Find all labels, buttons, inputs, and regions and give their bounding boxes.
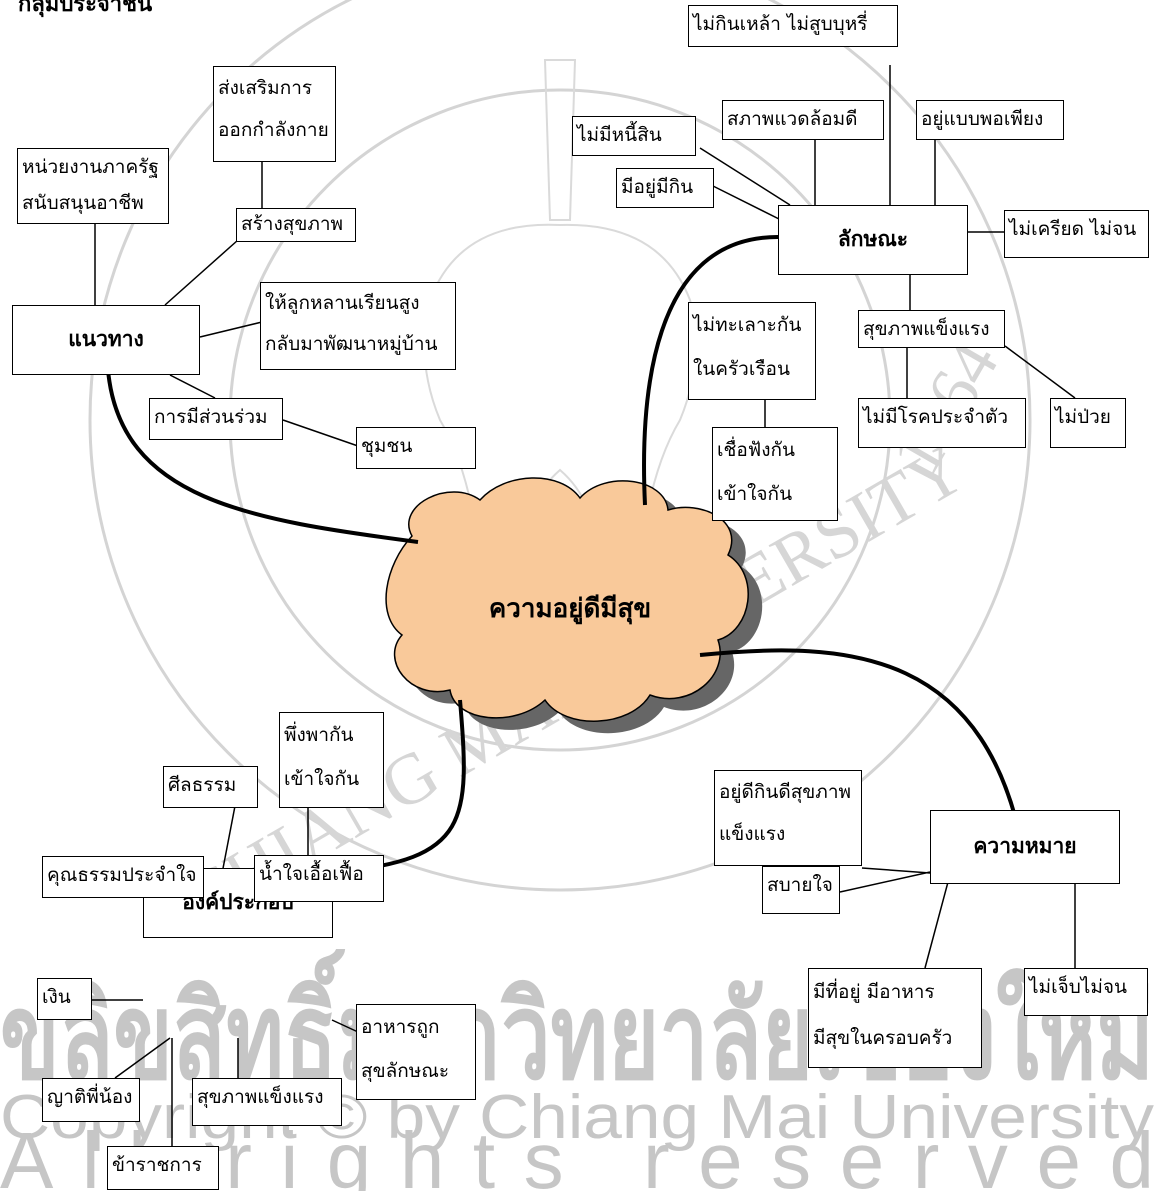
center-concept-label: ความอยู่ดีมีสุข — [488, 594, 652, 624]
link-nodebt-char — [699, 147, 791, 206]
hub-meaning: ความหมาย — [930, 810, 1120, 884]
link-guideline-participation — [169, 374, 216, 399]
box-build-health: สร้างสุขภาพ — [236, 208, 356, 242]
link-livewell-meaning — [861, 867, 931, 874]
center-cloud — [385, 477, 749, 722]
hub-characteristics: ลักษณะ — [778, 205, 968, 275]
box-relatives: ญาติพี่น้อง — [42, 1078, 140, 1122]
link-havefood-char — [712, 185, 786, 223]
box-strong-health-comp: สุขภาพแข็งแรง — [192, 1078, 342, 1126]
box-no-debt: ไม่มีหนี้สิน — [572, 116, 696, 156]
box-strong-health-char: สุขภาพแข็งแรง — [858, 310, 1005, 348]
link-health-notsick — [1004, 345, 1076, 399]
box-home-food: มีที่อยู่ มีอาหาร มีสุขในครอบครัว — [808, 968, 982, 1068]
box-gov-support: หน่วยงานภาครัฐ สนับสนุนอาชีพ — [17, 148, 169, 224]
box-money: เงิน — [37, 978, 92, 1020]
box-participation: การมีส่วนร่วม — [149, 398, 283, 440]
link-home-meaning — [924, 881, 949, 969]
link-cloud-guideline — [106, 369, 419, 544]
hub-guideline: แนวทาง — [12, 305, 200, 375]
box-live-well: อยู่ดีกินดีสุขภาพ แข็งแรง — [714, 770, 862, 866]
box-hygiene-food: อาหารถูก สุขลักษณะ — [356, 1004, 476, 1100]
link-comfortable-meaning — [839, 871, 931, 893]
box-community-unity: ชุมชนสามัคคี — [356, 427, 476, 469]
link-build-guideline — [164, 239, 239, 306]
box-virtue: คุณธรรมประจำใจ — [42, 856, 204, 898]
link-cloud-characteristics — [642, 234, 781, 506]
box-comfortable: สบายใจ — [762, 866, 840, 914]
box-no-drink-smoke: ไม่กินเหล้า ไม่สูบบุหรี่ — [688, 5, 898, 47]
seal-outer-ring — [88, 0, 1032, 892]
box-obey: เชื่อฟังกัน เข้าใจกัน — [712, 427, 838, 521]
torch-outline — [543, 59, 577, 221]
box-kids-study: ให้ลูกหลานเรียนสูง กลับมาพัฒนาหมู่บ้าน — [260, 282, 456, 370]
box-civil-servant: ข้าราชการ — [107, 1146, 219, 1190]
box-good-env: สภาพแวดล้อมดี — [722, 100, 884, 140]
box-sufficiency: อยู่แบบพอเพียง — [916, 100, 1064, 140]
box-morality: ศีลธรรม — [163, 766, 258, 808]
box-depend: พึ่งพากัน เข้าใจกัน — [279, 712, 384, 808]
box-not-sick-poor: ไม่เจ็บไม่จน — [1024, 968, 1148, 1016]
box-not-sick: ไม่ป่วย — [1050, 398, 1126, 448]
box-generosity: น้ำใจเอื้อเฟื้อ — [254, 855, 384, 902]
box-have-food: มีอยู่มีกิน — [616, 168, 714, 208]
link-kids-guideline — [199, 321, 263, 338]
link-cloud-meaning — [699, 648, 1027, 863]
box-no-chronic: ไม่มีโรคประจำตัว — [858, 398, 1026, 448]
link-relatives-comp — [114, 1037, 171, 1079]
page-top-title: กลุ่มประจำชน — [18, 0, 153, 17]
box-no-stress: ไม่เครียด ไม่จน — [1004, 210, 1149, 258]
box-promote-exercise: ส่งเสริมการ ออกกำลังกาย — [213, 66, 336, 162]
link-participation-unity — [282, 419, 359, 447]
link-comp-hygiene — [331, 1019, 359, 1033]
box-no-quarrel: ไม่ทะเลาะกัน ในครัวเรือน — [688, 302, 816, 400]
